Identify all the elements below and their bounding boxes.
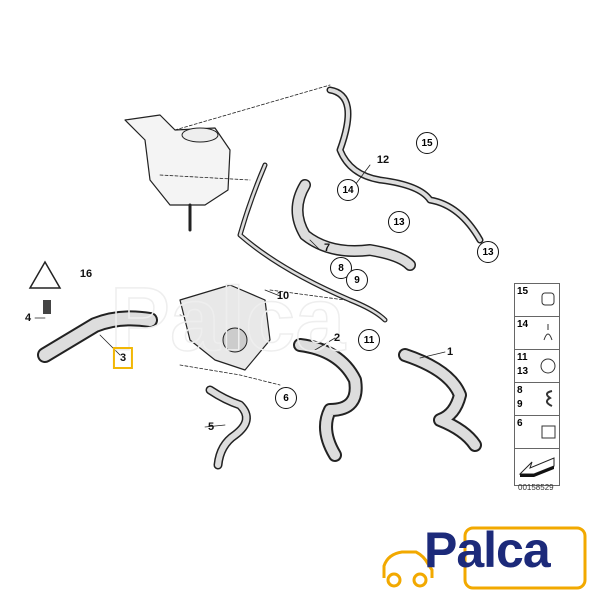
legend-number: 15 bbox=[517, 286, 529, 297]
callout-6: 6 bbox=[275, 387, 297, 409]
brand-name: Palca bbox=[424, 522, 551, 578]
svg-text:Palca: Palca bbox=[110, 270, 346, 370]
callout-13: 13 bbox=[477, 241, 499, 263]
legend-row: 15 bbox=[515, 284, 559, 317]
callout-14: 14 bbox=[337, 179, 359, 201]
label-12: 12 bbox=[376, 154, 390, 166]
clip-icon bbox=[541, 292, 555, 306]
warning-label-icon bbox=[28, 260, 62, 289]
plug-icon bbox=[541, 425, 556, 439]
legend-row: 14 bbox=[515, 317, 559, 350]
expansion-tank bbox=[124, 114, 231, 206]
legend-row: 6 bbox=[515, 416, 559, 449]
water-pump bbox=[179, 284, 271, 371]
label-1: 1 bbox=[446, 346, 454, 358]
legend-number: 11 13 bbox=[517, 352, 529, 377]
callout-13: 13 bbox=[388, 211, 410, 233]
legend-row: 8 9 bbox=[515, 383, 559, 416]
legend-number: 14 bbox=[517, 319, 529, 330]
label-3-highlighted: 3 bbox=[112, 347, 134, 369]
diagram-part-number: 00158529 bbox=[518, 483, 554, 492]
callout-9: 9 bbox=[346, 269, 368, 291]
legend-number: 6 bbox=[517, 418, 523, 429]
label-10: 10 bbox=[276, 290, 290, 302]
direction-arrow-icon bbox=[518, 457, 555, 477]
legend-row bbox=[515, 449, 559, 485]
callout-15: 15 bbox=[416, 132, 438, 154]
legend-row: 11 13 bbox=[515, 350, 559, 383]
label-2: 2 bbox=[333, 332, 341, 344]
label-7: 7 bbox=[323, 242, 331, 254]
label-4: 4 bbox=[24, 312, 32, 324]
clip-icon bbox=[543, 324, 553, 341]
hose-clamp-icon bbox=[540, 358, 556, 374]
legend-number: 8 9 bbox=[517, 385, 523, 410]
callout-11: 11 bbox=[358, 329, 380, 351]
hardware-legend: 15 14 11 13 8 9 6 bbox=[514, 283, 560, 486]
label-5: 5 bbox=[207, 421, 215, 433]
spring-clip-icon bbox=[546, 390, 553, 407]
palca-logo bbox=[382, 526, 587, 590]
label-16: 16 bbox=[79, 268, 93, 280]
car-icon bbox=[382, 550, 434, 578]
